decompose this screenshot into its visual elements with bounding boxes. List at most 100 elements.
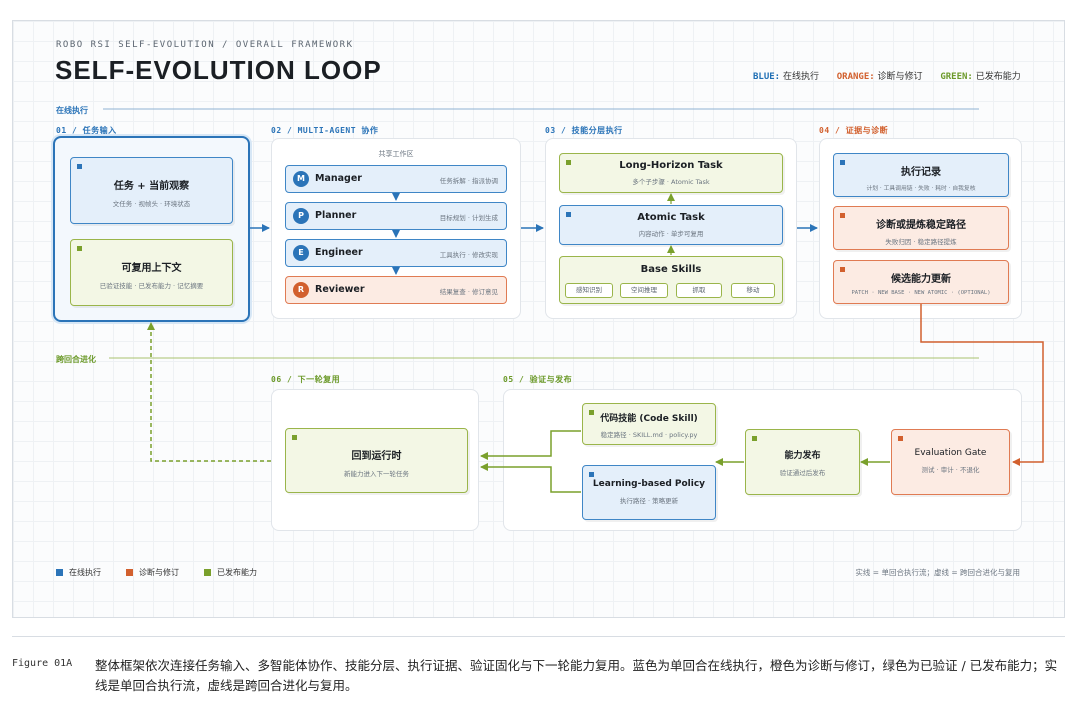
legend-blue-key: BLUE: (753, 72, 781, 82)
skill-chip-perception[interactable]: 感知识别 (565, 283, 613, 298)
card-title: Evaluation Gate (914, 448, 987, 458)
card-subtitle: 多个子步骤 · Atomic Task (632, 178, 710, 186)
card-execution-log[interactable]: 执行记录 计划 · 工具调用链 · 失败 · 耗时 · 自我复核 (833, 153, 1009, 197)
card-subtitle: 失败归因 · 稳定路径提炼 (885, 238, 957, 246)
card-title: 候选能力更新 (891, 274, 951, 285)
legend-blue-text: 在线执行 (782, 72, 819, 82)
card-subtitle: 计划 · 工具调用链 · 失败 · 耗时 · 自我复核 (866, 186, 976, 192)
bottom-legend-orange: 诊断与修订 (126, 567, 179, 578)
card-subtitle: 测试 · 审计 · 不退化 (921, 466, 980, 474)
blue-marker (566, 212, 571, 217)
card-long-horizon-task[interactable]: Long-Horizon Task 多个子步骤 · Atomic Task (559, 153, 783, 193)
card-base-skills[interactable]: Base Skills 感知识别 空间推理 抓取 移动 (559, 256, 783, 304)
panel-verify-publish: 代码技能 (Code Skill) 稳定路径 · SKILL.md · poli… (503, 389, 1022, 531)
legend-green-text: 已发布能力 (975, 72, 1021, 82)
card-subtitle: 内容动作 · 单步可复用 (638, 230, 704, 238)
agent-planner[interactable]: P Planner 目标规划 · 计划生成 (285, 202, 507, 230)
reuse-arrow-to-input (147, 322, 271, 462)
stage-label-02: 02 / MULTI-AGENT 协作 (271, 126, 379, 135)
flow-arrow-code-to-runtime (480, 430, 581, 460)
legend-blue-square (56, 569, 63, 576)
line-style-note: 实线 = 单回合执行流；虚线 = 跨回合进化与复用 (855, 568, 1020, 577)
blue-marker (840, 160, 845, 165)
agent-desc: 任务拆解 · 指派协调 (439, 177, 498, 185)
section-label-online: 在线执行 (56, 106, 88, 115)
card-reusable-context[interactable]: 可复用上下文 已验证技能 · 已发布能力 · 记忆摘要 (70, 239, 233, 306)
skill-chip-move[interactable]: 移动 (731, 283, 775, 298)
card-task-observation[interactable]: 任务 + 当前观察 文任务 · 视帧头 · 环境状态 (70, 157, 233, 224)
agent-initial: E (293, 245, 309, 261)
green-marker (77, 246, 82, 251)
card-back-to-runtime[interactable]: 回到运行时 新能力进入下一轮任务 (285, 428, 468, 493)
section-label-cross-round: 跨回合进化 (56, 355, 96, 364)
card-title: Base Skills (640, 264, 702, 275)
card-learning-policy[interactable]: Learning-based Policy 执行路径 · 策略更新 (582, 465, 716, 520)
card-code-skill[interactable]: 代码技能 (Code Skill) 稳定路径 · SKILL.md · poli… (582, 403, 716, 445)
legend-orange-text: 诊断与修订 (877, 72, 923, 82)
legend-label: 诊断与修订 (139, 568, 179, 577)
stage-label-05: 05 / 验证与发布 (503, 375, 573, 384)
workspace-label: 共享工作区 (378, 150, 414, 158)
stage-label-04: 04 / 证据与诊断 (819, 126, 889, 135)
legend-orange-square (126, 569, 133, 576)
figure-caption: 整体框架依次连接任务输入、多智能体协作、技能分层、执行证据、验证固化与下一轮能力… (95, 658, 1058, 693)
card-subtitle: 执行路径 · 策略更新 (619, 497, 679, 505)
bottom-legend-blue: 在线执行 (56, 567, 101, 578)
stage-label-01: 01 / 任务输入 (56, 126, 117, 135)
card-evaluation-gate[interactable]: Evaluation Gate 测试 · 审计 · 不退化 (891, 429, 1010, 495)
orange-marker (898, 436, 903, 441)
card-diagnosis[interactable]: 诊断或提炼稳定路径 失败归因 · 稳定路径提炼 (833, 206, 1009, 250)
agent-manager[interactable]: M Manager 任务拆解 · 指派协调 (285, 165, 507, 193)
skill-chip-spatial[interactable]: 空间推理 (620, 283, 668, 298)
stage-label-06: 06 / 下一轮复用 (271, 375, 341, 384)
agent-name: Reviewer (315, 284, 365, 295)
legend-orange-key: ORANGE: (836, 72, 875, 82)
agent-reviewer[interactable]: R Reviewer 结果复查 · 修订意见 (285, 276, 507, 304)
skill-chip-grasp[interactable]: 抓取 (676, 283, 722, 298)
panel-task-input: 任务 + 当前观察 文任务 · 视帧头 · 环境状态 可复用上下文 已验证技能 … (53, 136, 250, 322)
card-title: 代码技能 (Code Skill) (600, 414, 698, 424)
green-marker (292, 435, 297, 440)
eyebrow: ROBO RSI SELF-EVOLUTION / OVERALL FRAMEW… (56, 40, 354, 50)
agent-name: Planner (315, 210, 357, 221)
agent-name: Manager (315, 173, 362, 184)
card-capability-publish[interactable]: 能力发布 验证通过后发布 (745, 429, 860, 495)
legend-label: 在线执行 (69, 568, 101, 577)
blue-marker (589, 472, 594, 477)
panel-skill-hierarchy: Long-Horizon Task 多个子步骤 · Atomic Task At… (545, 138, 797, 319)
agent-desc: 结果复查 · 修订意见 (439, 288, 498, 296)
green-marker (566, 160, 571, 165)
card-atomic-task[interactable]: Atomic Task 内容动作 · 单步可复用 (559, 205, 783, 245)
card-title: 任务 + 当前观察 (113, 181, 190, 192)
connector-layer (103, 108, 1044, 493)
card-subtitle: 已验证技能 · 已发布能力 · 记忆摘要 (99, 282, 204, 290)
page-title: SELF-EVOLUTION LOOP (55, 55, 382, 85)
card-title: 诊断或提炼稳定路径 (876, 220, 966, 231)
card-subtitle: 验证通过后发布 (779, 469, 826, 477)
legend-label: 已发布能力 (217, 568, 257, 577)
flow-arrow-policy-to-runtime (480, 463, 581, 493)
card-title: 执行记录 (901, 167, 941, 178)
agent-name: Engineer (315, 247, 363, 258)
green-marker (589, 410, 594, 415)
blue-marker (77, 164, 82, 169)
panel-evidence-diagnosis: 执行记录 计划 · 工具调用链 · 失败 · 耗时 · 自我复核 诊断或提炼稳定… (819, 138, 1022, 319)
legend-green-key: GREEN: (940, 72, 973, 82)
card-subtitle: 新能力进入下一轮任务 (344, 470, 409, 478)
card-title: Learning-based Policy (592, 479, 706, 489)
bottom-legend-green: 已发布能力 (204, 567, 257, 578)
agent-desc: 目标规划 · 计划生成 (439, 214, 498, 222)
card-title: Long-Horizon Task (619, 160, 723, 171)
card-title: 可复用上下文 (121, 263, 182, 274)
agent-initial: R (293, 282, 309, 298)
card-candidate-update[interactable]: 候选能力更新 PATCH · NEW BASE · NEW ATOMIC · (… (833, 260, 1009, 304)
panel-next-round: 回到运行时 新能力进入下一轮任务 (271, 389, 479, 531)
legend-top: BLUE: 在线执行 ORANGE: 诊断与修订 GREEN: 已发布能力 (753, 69, 1021, 82)
agent-engineer[interactable]: E Engineer 工具执行 · 修改实现 (285, 239, 507, 267)
card-title: 回到运行时 (351, 451, 402, 462)
card-subtitle: PATCH · NEW BASE · NEW ATOMIC · (OPTIONA… (851, 290, 991, 296)
figure-id: Figure 01A (12, 658, 73, 669)
diagram-canvas: ROBO RSI SELF-EVOLUTION / OVERALL FRAMEW… (12, 20, 1065, 618)
legend-green-square (204, 569, 211, 576)
card-title: 能力发布 (784, 451, 821, 461)
